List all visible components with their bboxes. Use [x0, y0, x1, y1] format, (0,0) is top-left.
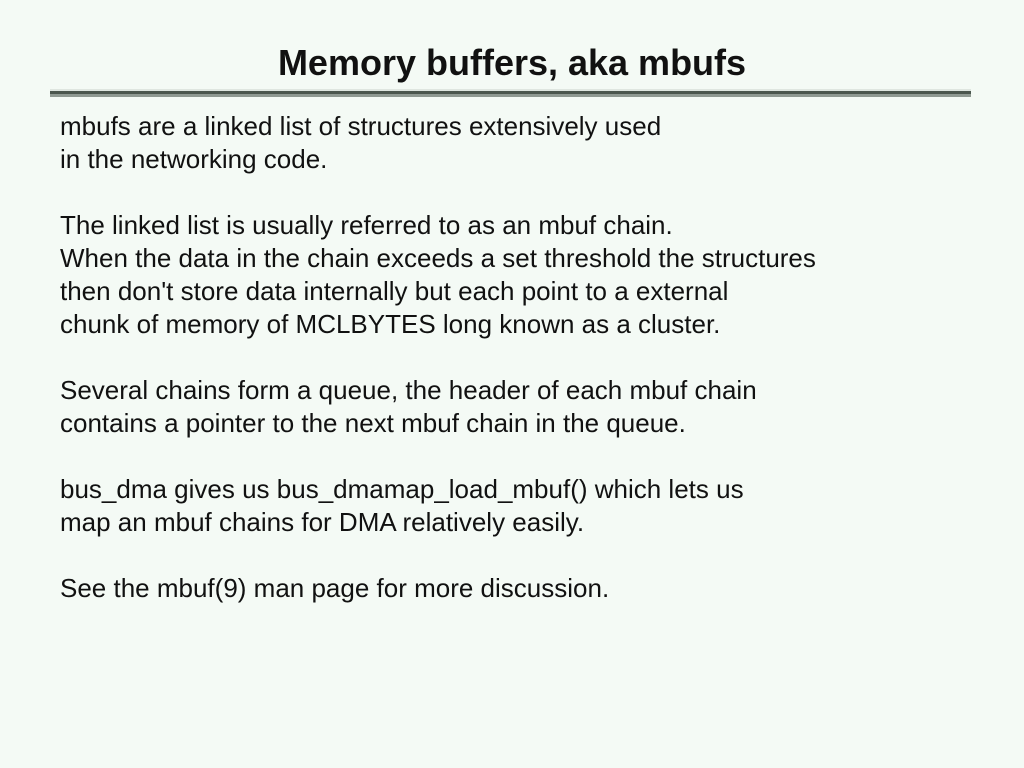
text-line: Several chains form a queue, the header … [60, 375, 757, 405]
text-line: When the data in the chain exceeds a set… [60, 243, 816, 273]
text-line: map an mbuf chains for DMA relatively ea… [60, 507, 585, 537]
slide-title: Memory buffers, aka mbufs [277, 42, 747, 83]
paragraph-mbufs-intro: mbufs are a linked list of structures ex… [60, 110, 994, 176]
text-line: contains a pointer to the next mbuf chai… [60, 408, 686, 438]
text-line: mbufs are a linked list of structures ex… [60, 111, 662, 141]
text-line: bus_dma gives us bus_dmamap_load_mbuf() … [60, 474, 744, 504]
text-line: then don't store data internally but eac… [60, 276, 729, 306]
text-line: in the networking code. [60, 144, 328, 174]
text-line: See the mbuf(9) man page for more discus… [60, 573, 610, 603]
title-rule [50, 89, 971, 97]
paragraph-queue: Several chains form a queue, the header … [60, 374, 994, 440]
slide-body: mbufs are a linked list of structures ex… [60, 110, 994, 605]
paragraph-man-page: See the mbuf(9) man page for more discus… [60, 572, 994, 605]
text-line: The linked list is usually referred to a… [60, 210, 673, 240]
paragraph-bus-dma: bus_dma gives us bus_dmamap_load_mbuf() … [60, 473, 994, 539]
paragraph-mbuf-chain: The linked list is usually referred to a… [60, 209, 994, 341]
text-line: chunk of memory of MCLBYTES long known a… [60, 309, 721, 339]
